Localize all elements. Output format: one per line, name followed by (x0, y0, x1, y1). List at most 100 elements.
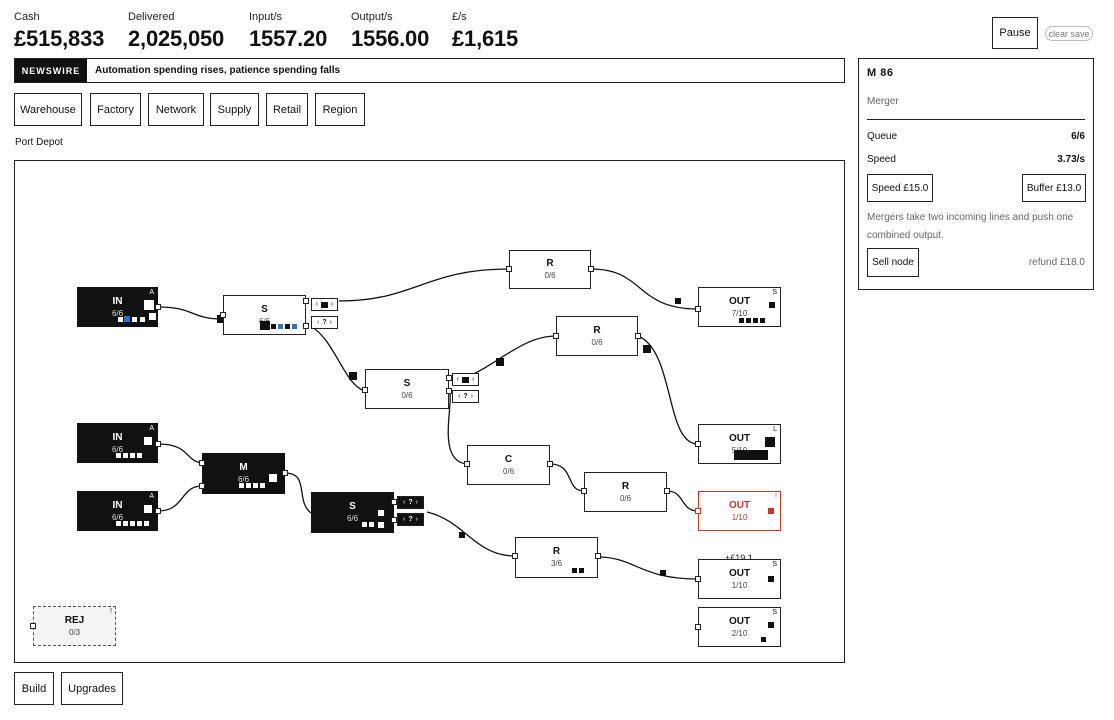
output-port[interactable] (155, 508, 161, 514)
buffer-item (116, 521, 121, 526)
upgrades-button[interactable]: Upgrades (61, 672, 123, 705)
router-node[interactable]: R 0/6 (556, 316, 638, 356)
input-port[interactable] (581, 488, 587, 494)
splitter-route-control[interactable]: ‹ ? › (311, 316, 338, 329)
output-port[interactable] (446, 388, 452, 394)
chevron-right-icon[interactable]: › (472, 376, 475, 383)
input-port[interactable] (695, 624, 701, 630)
conveyor-line (637, 335, 699, 445)
tab-warehouse[interactable]: Warehouse (14, 93, 82, 126)
input-port[interactable] (199, 483, 205, 489)
output-node[interactable]: OUT 1/10 S (698, 559, 781, 599)
input-port[interactable] (220, 312, 226, 318)
input-port[interactable] (695, 576, 701, 582)
upgrade-buffer-button[interactable]: Buffer £13.0 (1022, 174, 1086, 202)
input-node[interactable]: IN 6/6 A (77, 423, 158, 463)
input-port[interactable] (464, 461, 470, 467)
combiner-node[interactable]: C 0/6 (467, 445, 550, 485)
chevron-right-icon[interactable]: › (329, 319, 332, 326)
node-count: 0/6 (401, 390, 413, 400)
merger-node-selected[interactable]: M 6/6 (202, 453, 285, 494)
conveyor-line (284, 472, 312, 514)
splitter-route-control[interactable]: ‹ › (452, 373, 479, 386)
build-button[interactable]: Build (14, 672, 54, 705)
buffer-item (285, 324, 290, 329)
input-node[interactable]: IN 6/6 A (77, 491, 158, 531)
splitter-route-control[interactable]: ‹ ? › (452, 390, 479, 403)
input-port[interactable] (199, 460, 205, 466)
chevron-left-icon[interactable]: ‹ (456, 376, 459, 383)
output-port[interactable] (155, 304, 161, 310)
node-id: M 86 (867, 67, 894, 79)
buffer-item (260, 483, 265, 488)
item-in-transit (349, 372, 357, 380)
chevron-left-icon[interactable]: ‹ (403, 516, 406, 523)
output-port[interactable] (547, 461, 553, 467)
output-port[interactable] (391, 499, 397, 505)
splitter-node[interactable]: S 6/6 (311, 492, 394, 533)
output-node[interactable]: OUT 7/10 S (698, 287, 781, 327)
buffer-item (137, 453, 142, 458)
node-title: REJ (64, 614, 85, 626)
output-port[interactable] (391, 517, 397, 523)
node-title: OUT (728, 567, 751, 579)
output-port[interactable] (588, 266, 594, 272)
clear-save-button[interactable]: clear save (1045, 26, 1093, 41)
input-node[interactable]: IN 6/6 A (77, 287, 158, 327)
splitter-node[interactable]: S 6/6 (223, 295, 306, 335)
upgrade-speed-button[interactable]: Speed £15.0 (867, 174, 933, 202)
buffer-item (239, 483, 244, 488)
output-port[interactable] (664, 488, 670, 494)
route-item-swatch (462, 376, 469, 383)
tab-factory[interactable]: Factory (90, 93, 141, 126)
input-port[interactable] (695, 306, 701, 312)
pause-button[interactable]: Pause (992, 17, 1038, 49)
sell-node-button[interactable]: Sell node (867, 248, 919, 277)
chevron-left-icon[interactable]: ‹ (403, 499, 406, 506)
output-port[interactable] (303, 298, 309, 304)
output-node[interactable]: OUT 2/10 S (698, 607, 781, 647)
node-count: 6/6 (111, 444, 124, 454)
router-node[interactable]: R 3/6 (515, 537, 598, 578)
output-port[interactable] (595, 553, 601, 559)
chevron-left-icon[interactable]: ‹ (458, 393, 461, 400)
router-node[interactable]: R 0/6 (509, 250, 591, 289)
input-port[interactable] (506, 266, 512, 272)
chevron-left-icon[interactable]: ‹ (315, 301, 318, 308)
output-port[interactable] (303, 323, 309, 329)
tab-retail[interactable]: Retail (266, 93, 308, 126)
splitter-route-control[interactable]: ‹ › (311, 298, 338, 311)
node-count: 2/10 (731, 628, 748, 638)
tab-region[interactable]: Region (315, 93, 365, 126)
output-port[interactable] (635, 333, 641, 339)
router-node[interactable]: R 0/6 (584, 472, 667, 512)
output-port[interactable] (282, 470, 288, 476)
buffer-item (123, 453, 128, 458)
node-mode-badge: S (772, 561, 777, 568)
buffer-item (269, 474, 277, 482)
splitter-node[interactable]: S 0/6 (365, 369, 449, 409)
output-node-alert[interactable]: OUT 1/10 ! (698, 491, 781, 531)
input-port[interactable] (512, 553, 518, 559)
chevron-right-icon[interactable]: › (470, 393, 473, 400)
input-port[interactable] (695, 508, 701, 514)
input-port[interactable] (30, 623, 36, 629)
output-port[interactable] (155, 441, 161, 447)
chevron-left-icon[interactable]: ‹ (317, 319, 320, 326)
tab-network[interactable]: Network (148, 93, 204, 126)
input-port[interactable] (553, 333, 559, 339)
input-port[interactable] (362, 387, 368, 393)
tab-supply[interactable]: Supply (210, 93, 259, 126)
output-node[interactable]: OUT 5/10 L (698, 424, 781, 464)
factory-canvas[interactable]: IN 6/6 A S 6/6 ‹ › ‹ ? › R 0/6 O (14, 160, 845, 663)
chevron-right-icon[interactable]: › (331, 301, 334, 308)
buffer-item (739, 318, 744, 323)
splitter-route-control[interactable]: ‹ ? › (397, 496, 424, 509)
reject-node[interactable]: REJ 0/3 ! (33, 606, 116, 646)
chevron-right-icon[interactable]: › (415, 499, 418, 506)
queue-value: 6/6 (1071, 131, 1085, 142)
splitter-route-control[interactable]: ‹ ? › (397, 513, 424, 526)
output-port[interactable] (446, 375, 452, 381)
input-port[interactable] (695, 441, 701, 447)
chevron-right-icon[interactable]: › (415, 516, 418, 523)
